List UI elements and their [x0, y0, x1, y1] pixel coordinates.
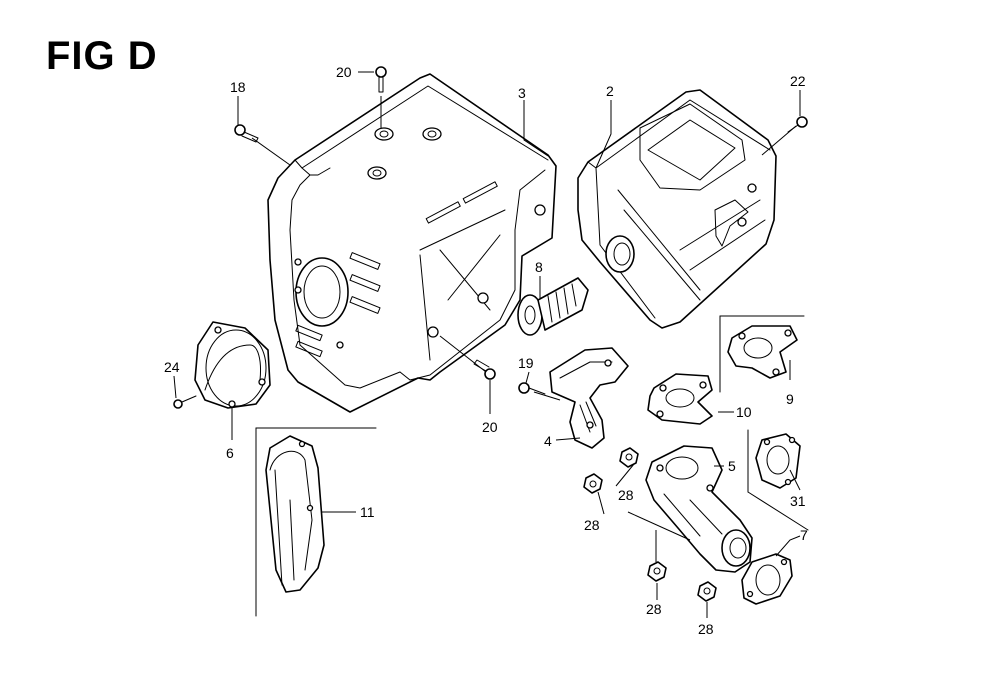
callout-28-c: 28 — [646, 601, 662, 617]
part-11-inset-frame — [255, 427, 377, 617]
callout-4: 4 — [544, 433, 552, 449]
part-28-nut-d — [697, 581, 717, 602]
callout-10: 10 — [736, 404, 752, 420]
part-2-muffler — [577, 89, 777, 329]
figure-title: FIG D — [46, 34, 158, 78]
part-28-nut-c — [647, 561, 667, 582]
callout-19: 19 — [518, 355, 534, 371]
callout-31: 31 — [790, 493, 806, 509]
callout-8: 8 — [535, 259, 543, 275]
part-31-gasket — [755, 433, 801, 489]
callout-28-b: 28 — [584, 517, 600, 533]
part-28-nut-b — [583, 473, 603, 494]
part-24-screw — [173, 395, 197, 409]
callout-28-a: 28 — [618, 487, 634, 503]
part-9-inset-frame — [719, 315, 805, 393]
callout-labels: 18 20 3 2 22 8 24 6 20 19 4 9 10 11 5 28… — [164, 64, 808, 637]
callout-11: 11 — [360, 504, 375, 520]
part-20-bolt-top — [375, 66, 387, 93]
callout-18: 18 — [230, 79, 246, 95]
callout-22: 22 — [790, 73, 806, 89]
part-7-gasket — [741, 553, 793, 605]
part-5-exhaust-pipe — [645, 445, 753, 573]
callout-3: 3 — [518, 85, 526, 101]
callout-20-top: 20 — [336, 64, 352, 80]
part-3-muffler-protector — [267, 73, 557, 413]
part-8-spark-arrester — [517, 277, 589, 336]
part-6-exhaust-deflector — [194, 321, 271, 409]
part-11-heat-shield — [265, 435, 325, 593]
callout-7: 7 — [800, 527, 808, 543]
part-18-bolt — [234, 124, 259, 143]
callout-20-lower: 20 — [482, 419, 498, 435]
part-20-bolt-lower — [473, 359, 496, 380]
callout-24: 24 — [164, 359, 180, 375]
part-19-bolt — [518, 382, 546, 395]
callout-2: 2 — [606, 83, 614, 99]
part-10-gasket — [647, 373, 713, 425]
callout-6: 6 — [226, 445, 234, 461]
part-4-muffler-stay — [549, 347, 629, 449]
part-31-inset-frame — [747, 429, 809, 531]
callout-9: 9 — [786, 391, 794, 407]
callout-5: 5 — [728, 458, 736, 474]
part-28-nut-a — [619, 447, 639, 468]
part-9-gasket — [727, 325, 798, 379]
callout-28-d: 28 — [698, 621, 714, 637]
leader-lines — [173, 71, 801, 618]
